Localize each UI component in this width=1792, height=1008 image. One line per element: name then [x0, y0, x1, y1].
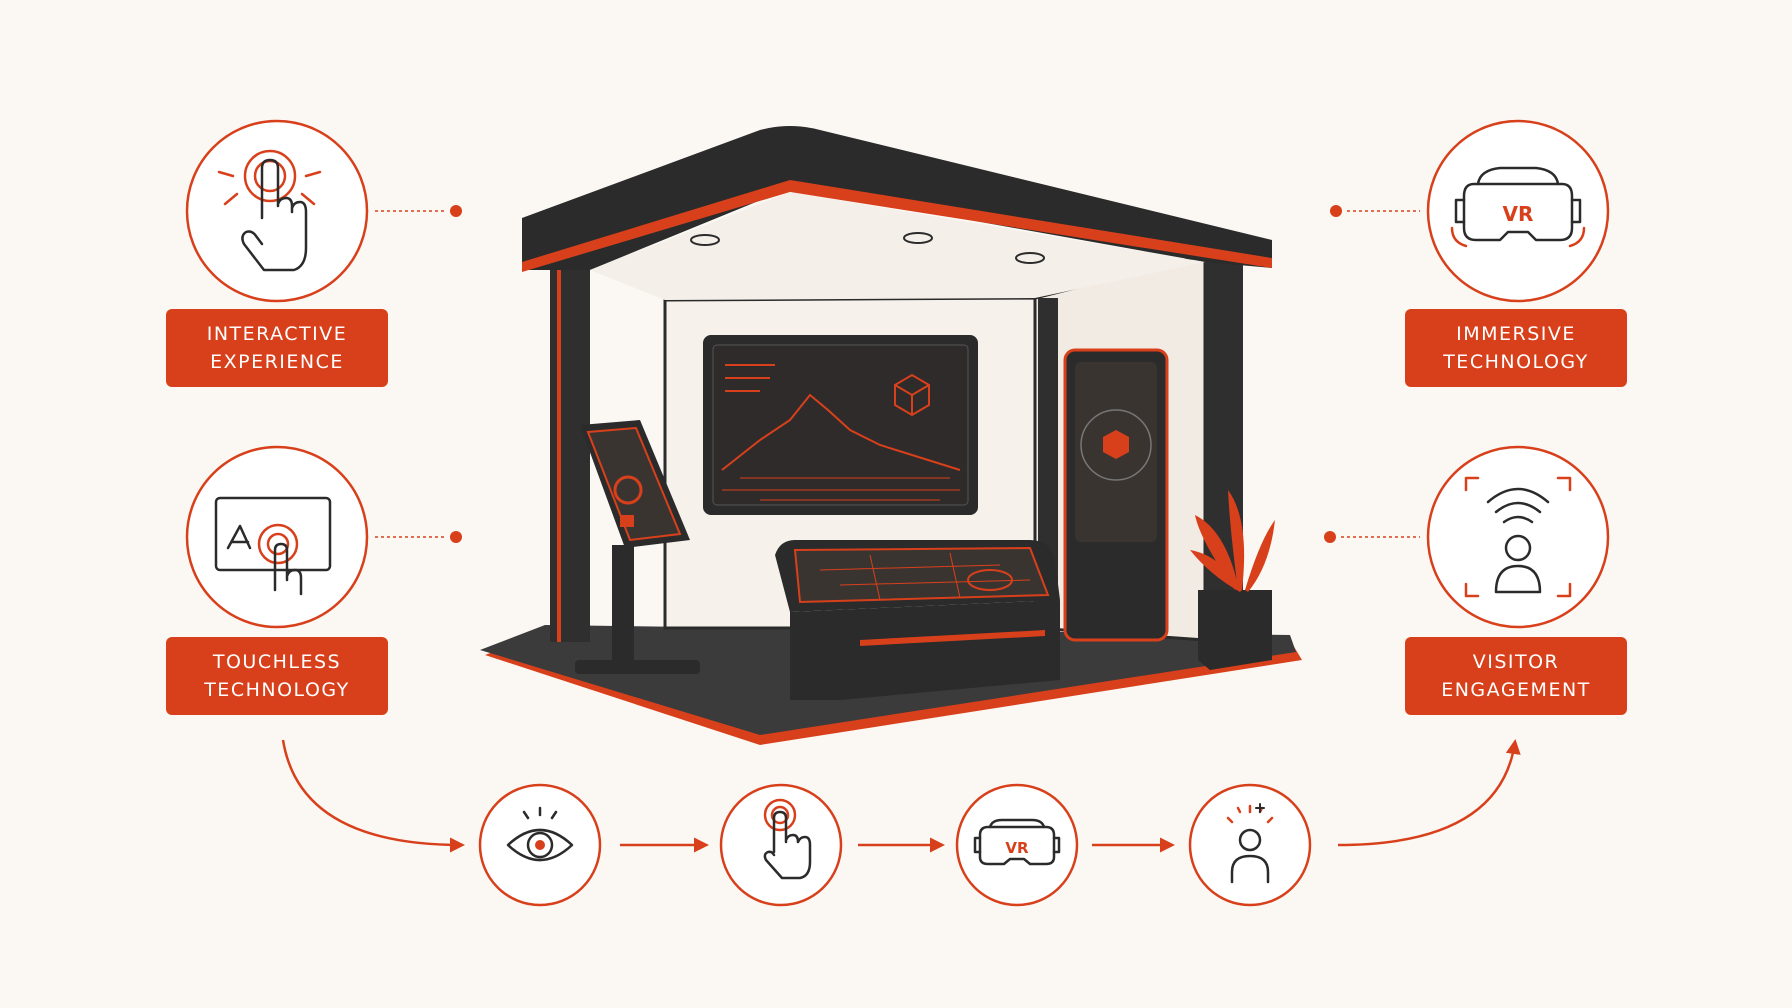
- visitor-detection-icon: [1464, 476, 1572, 598]
- feature-touchless-technology: [185, 445, 369, 629]
- touch-table-screen: [793, 546, 1050, 604]
- connector-dot: [1330, 205, 1342, 217]
- left-pillar-stripe: [557, 270, 561, 642]
- flow-circle: [1188, 783, 1312, 907]
- kiosk-target-ring: [1080, 409, 1152, 481]
- feature-interactive-experience: [185, 119, 369, 303]
- flow-step-attention: [478, 783, 602, 907]
- label-touchless-technology: TOUCHLESS TECHNOLOGY: [166, 637, 388, 715]
- touch-table-base: [790, 600, 1060, 700]
- kiosk-block-graphic: [620, 515, 634, 527]
- flow-circle: [955, 783, 1079, 907]
- ceiling-light: [1015, 252, 1045, 264]
- label-line: TECHNOLOGY: [1443, 351, 1589, 373]
- ceiling-light: [903, 232, 933, 244]
- connector-dot: [450, 205, 462, 217]
- label-line: EXPERIENCE: [210, 351, 344, 373]
- visitor-icon: [1226, 803, 1274, 884]
- table-base-stripe: [860, 630, 1045, 646]
- feature-circle: [185, 445, 369, 629]
- flow-step-interaction: [719, 783, 843, 907]
- booth-illustration: [480, 126, 1302, 745]
- left-kiosk-base: [575, 660, 700, 674]
- flow-arrow-curve-out: [1337, 739, 1521, 847]
- feature-circle: [185, 119, 369, 303]
- label-line: TECHNOLOGY: [204, 679, 350, 701]
- label-visitor-engagement: VISITOR ENGAGEMENT: [1405, 637, 1627, 715]
- wall-display-screen: [712, 344, 969, 506]
- left-kiosk-stand: [612, 545, 634, 665]
- left-pillar: [550, 262, 590, 642]
- table-network-lines: [819, 552, 1031, 601]
- connector-dot: [450, 531, 462, 543]
- ceiling-light: [690, 234, 720, 246]
- flow-step-immersion: VR: [955, 783, 1079, 907]
- flow-arrows: [281, 739, 1521, 853]
- canopy-stripe: [522, 180, 1272, 272]
- vr-headset-icon: [1450, 166, 1586, 248]
- table-circle-graphic: [967, 569, 1013, 591]
- feature-immersive-technology: VR: [1426, 119, 1610, 303]
- terrain-graphic: [721, 393, 961, 471]
- flow-step-engagement: [1188, 783, 1312, 907]
- feature-circle: [1426, 119, 1610, 303]
- flow-arrow-curve-in: [281, 739, 465, 853]
- feature-visitor-engagement: [1426, 445, 1610, 629]
- connector-dot: [1324, 531, 1336, 543]
- canopy-ceiling: [590, 192, 1205, 300]
- cube-graphic: [894, 373, 930, 417]
- eye-icon: [506, 806, 574, 862]
- terrain-grid: [722, 477, 960, 501]
- screen-menu-lines: [725, 364, 775, 392]
- label-interactive-experience: INTERACTIVE EXPERIENCE: [166, 309, 388, 387]
- plant-leaves: [1190, 490, 1275, 592]
- vr-headset-icon: [973, 818, 1061, 866]
- flow-circle: [719, 783, 843, 907]
- label-line: ENGAGEMENT: [1441, 679, 1591, 701]
- label-line: TOUCHLESS: [212, 651, 342, 673]
- kiosk-circle-graphic: [613, 475, 643, 505]
- vr-text: VR: [1503, 202, 1534, 226]
- plant-pot: [1198, 590, 1272, 670]
- label-line: VISITOR: [1472, 651, 1560, 673]
- left-kiosk-screen: [586, 426, 682, 542]
- vr-text: VR: [1005, 839, 1029, 857]
- connectors: [375, 205, 1420, 543]
- label-line: IMMERSIVE: [1456, 323, 1576, 345]
- label-immersive-technology: IMMERSIVE TECHNOLOGY: [1405, 309, 1627, 387]
- touchless-screen-icon: [214, 496, 332, 596]
- kiosk-cube: [1103, 430, 1129, 459]
- tap-hand-icon: [763, 798, 812, 880]
- tap-hand-icon: [217, 149, 322, 272]
- label-line: INTERACTIVE: [206, 323, 348, 345]
